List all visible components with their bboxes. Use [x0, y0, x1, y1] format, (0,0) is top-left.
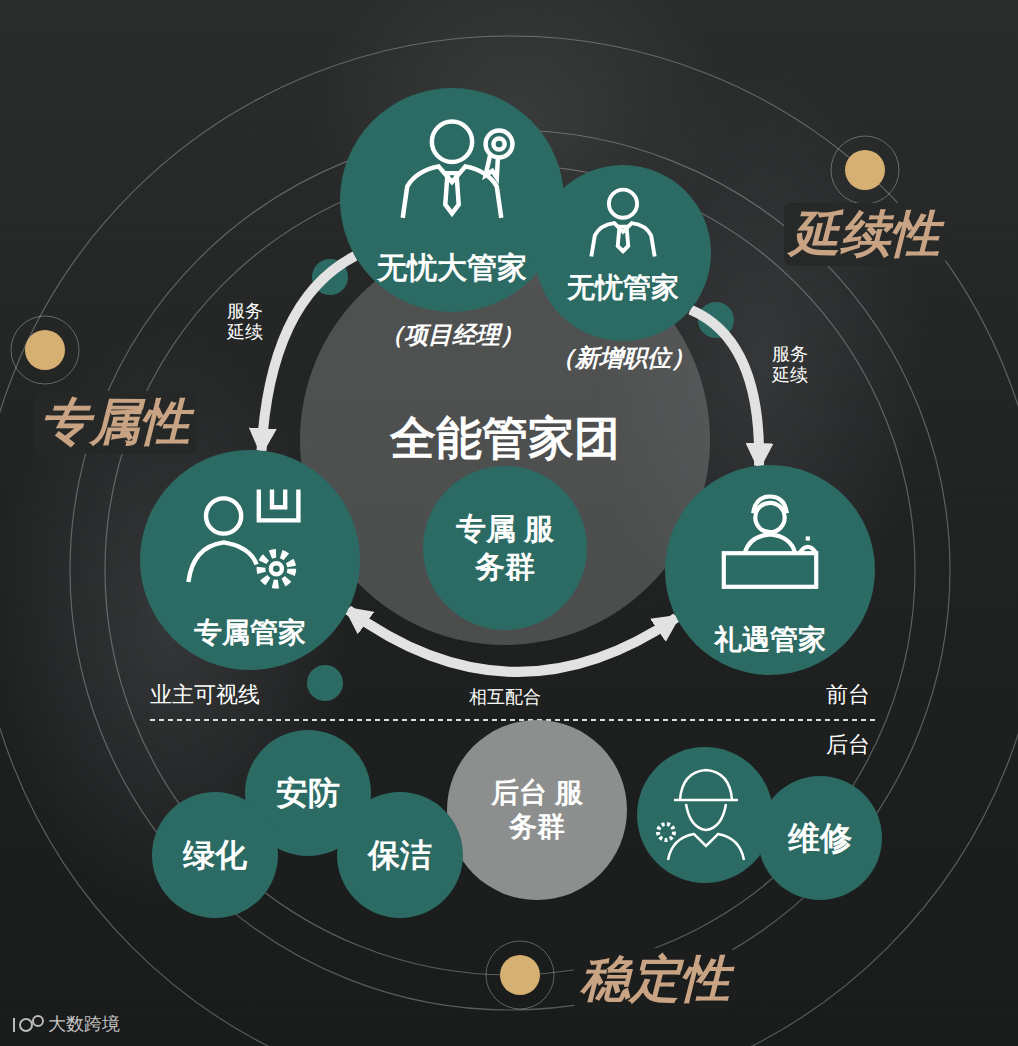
worker-icon	[637, 747, 773, 883]
circle-node: 专属管家	[140, 450, 360, 670]
theme-label: 稳定性	[574, 948, 736, 1011]
circle-node: 绿化	[152, 792, 278, 918]
edge-label: 相互配合	[469, 687, 541, 708]
circle-node: 保洁	[337, 792, 463, 918]
circle-node: 专属 服务群	[423, 466, 587, 630]
circle-node: 后台 服务群	[447, 720, 627, 900]
node-title: 无忧管家	[567, 271, 679, 305]
node-title: 安防	[276, 774, 340, 812]
node-caption: （新增职位）	[551, 342, 695, 374]
circle-node: 维修	[758, 776, 882, 900]
node-title: 后台 服务群	[491, 776, 583, 844]
node-title: 专属 服务群	[456, 510, 555, 586]
node-title: 全能管家团	[390, 409, 620, 467]
edge-label: 服务 延续	[222, 301, 269, 343]
node-title: 保洁	[368, 836, 432, 874]
note-label: 前台	[826, 681, 870, 709]
node-title: 绿化	[183, 836, 247, 874]
note-label: 大数跨境	[48, 1013, 120, 1036]
note-label: 后台	[826, 731, 870, 759]
node-title: 礼遇管家	[714, 623, 826, 657]
node-title: 维修	[788, 819, 852, 857]
node-title: 无忧大管家	[377, 250, 527, 286]
role-icon	[535, 165, 711, 341]
watermark-logo	[14, 1016, 43, 1032]
divider-line	[150, 719, 876, 721]
circle-node: 无忧管家（新增职位）	[535, 165, 711, 341]
circle-node: 无忧大管家（项目经理）	[340, 88, 564, 312]
node-title: 专属管家	[194, 616, 306, 650]
orbit-rings	[0, 36, 1018, 1046]
note-label: 业主可视线	[150, 681, 260, 709]
circle-node: 礼遇管家	[665, 465, 875, 675]
edge-label: 服务 延续	[767, 344, 814, 386]
theme-label: 延续性	[784, 203, 946, 266]
theme-label: 专属性	[34, 391, 196, 454]
node-caption: （项目经理）	[380, 319, 524, 351]
gold-dots	[11, 136, 899, 1009]
